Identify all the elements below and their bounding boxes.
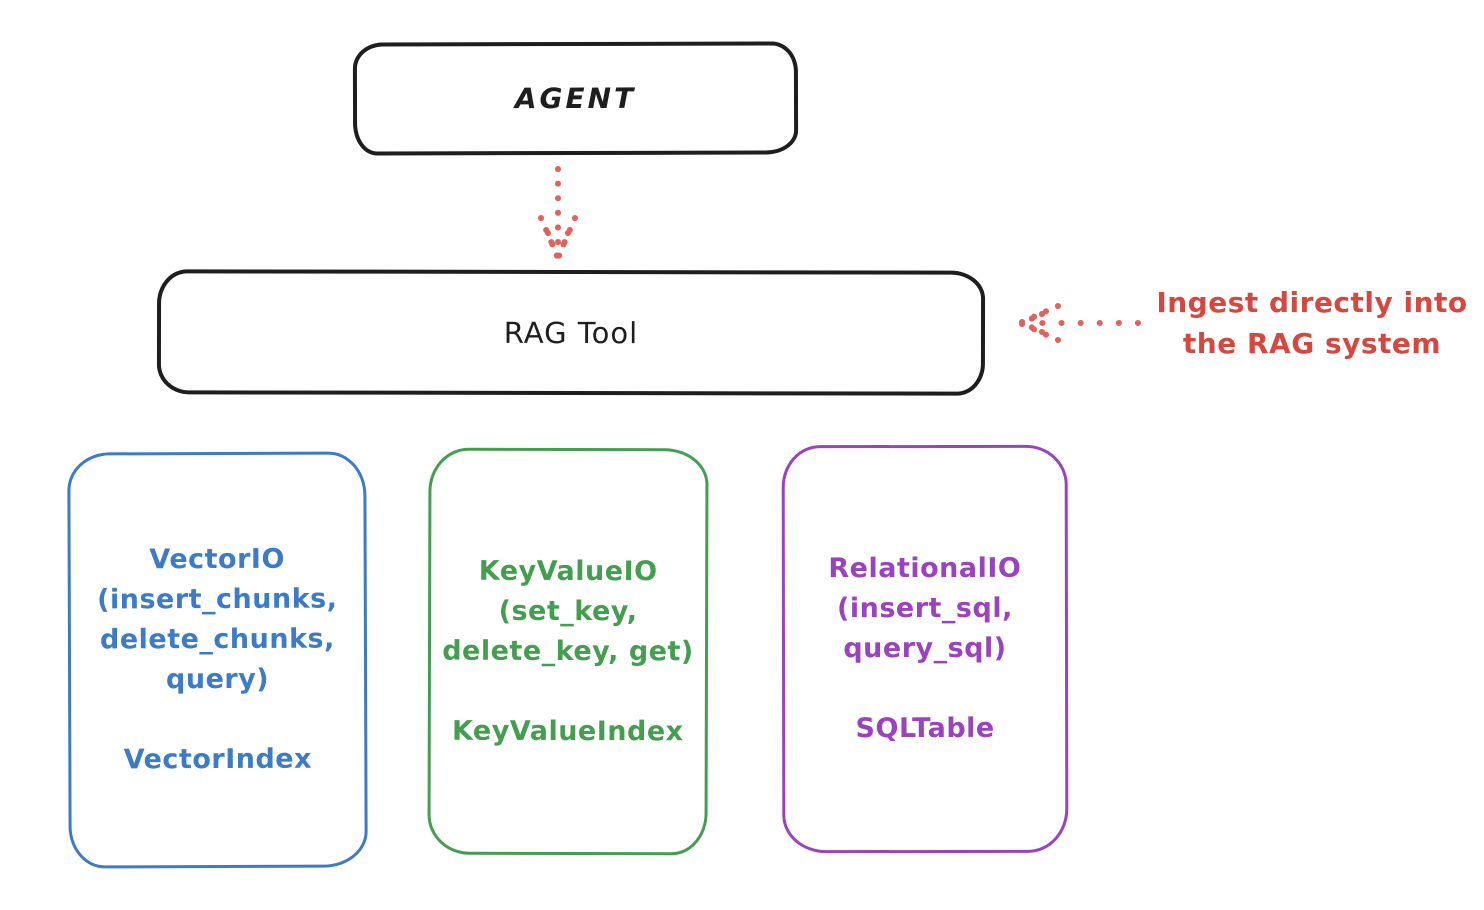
backend-methods-line: delete_key, get) bbox=[442, 635, 694, 667]
keyvalue-io-box: KeyValueIO (set_key, delete_key, get) Ke… bbox=[427, 447, 709, 856]
rag-tool-box: RAG Tool bbox=[156, 269, 986, 396]
rag-tool-label: RAG Tool bbox=[503, 315, 639, 350]
backend-index-label: KeyValueIndex bbox=[451, 715, 684, 747]
backend-methods-line: (insert_chunks, bbox=[97, 583, 338, 616]
backend-methods-line: (insert_sql, bbox=[836, 592, 1013, 625]
agent-label: AGENT bbox=[514, 81, 637, 116]
annotation-line-2: the RAG system bbox=[1182, 327, 1442, 360]
backend-methods-line: delete_chunks, bbox=[99, 623, 335, 656]
backend-title: KeyValueIO bbox=[478, 555, 658, 587]
dotted-arrow-down-icon bbox=[538, 166, 578, 259]
agent-box: AGENT bbox=[352, 41, 799, 156]
vector-io-text: VectorIO (insert_chunks, delete_chunks, … bbox=[97, 540, 338, 781]
backend-methods-line: query_sql) bbox=[843, 632, 1007, 665]
spacer bbox=[442, 671, 694, 712]
spacer bbox=[829, 669, 1022, 709]
relational-io-text: RelationalIO (insert_sql, query_sql) SQL… bbox=[828, 549, 1021, 749]
relational-io-box: RelationalIO (insert_sql, query_sql) SQL… bbox=[781, 444, 1069, 854]
spacer bbox=[97, 700, 338, 741]
backend-index-label: VectorIndex bbox=[123, 743, 313, 776]
keyvalue-io-text: KeyValueIO (set_key, delete_key, get) Ke… bbox=[442, 551, 694, 752]
annotation-line-1: Ingest directly into bbox=[1156, 286, 1468, 319]
backend-title: RelationalIO bbox=[828, 552, 1022, 585]
backend-methods-line: (set_key, bbox=[498, 595, 638, 627]
backend-title: VectorIO bbox=[149, 543, 285, 576]
dotted-arrow-left-icon bbox=[1019, 303, 1141, 343]
vector-io-box: VectorIO (insert_chunks, delete_chunks, … bbox=[67, 451, 368, 869]
backend-index-label: SQLTable bbox=[855, 712, 995, 745]
annotation-text: Ingest directly into the RAG system bbox=[1138, 282, 1484, 364]
backend-methods-line: query) bbox=[165, 663, 270, 696]
